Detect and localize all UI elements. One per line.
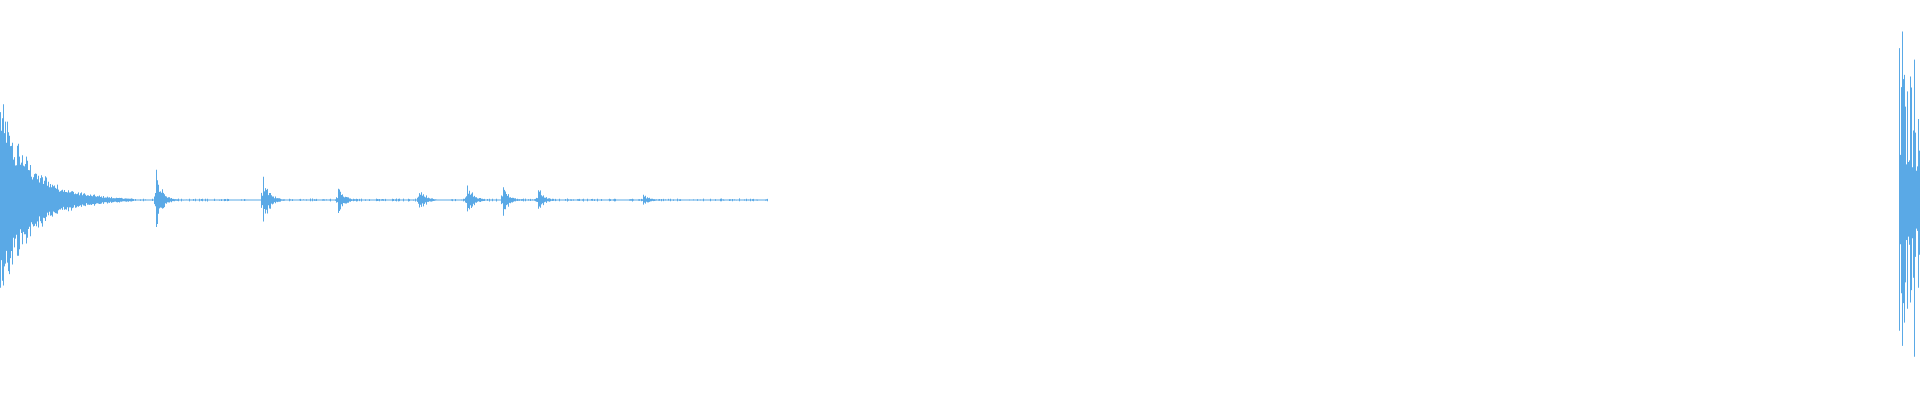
waveform-bars [0,31,1920,357]
